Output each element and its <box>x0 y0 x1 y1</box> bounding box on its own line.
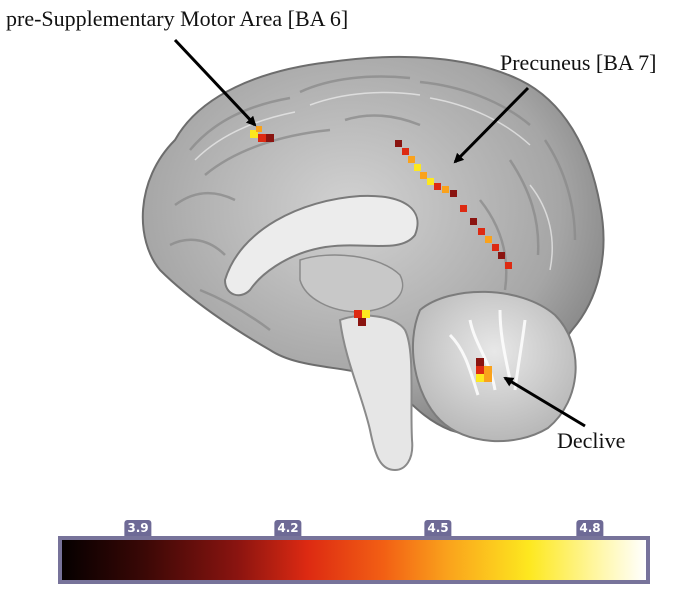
colorbar-tick-2: 4.2 <box>274 520 302 536</box>
activation-precuneus <box>395 140 512 269</box>
label-declive: Declive <box>557 428 626 453</box>
colorbar-tick-4: 4.8 <box>576 520 604 536</box>
activation-psma <box>250 126 274 142</box>
corpus-callosum <box>223 194 419 297</box>
gyri-pattern <box>169 75 577 332</box>
label-precuneus: Precuneus [BA 7] <box>500 50 657 75</box>
colorbar <box>58 536 650 584</box>
colorbar-tick-3: 4.5 <box>424 520 452 536</box>
arrow-precuneus <box>453 86 530 164</box>
arrow-declive <box>503 376 586 428</box>
activation-midbrain <box>354 310 370 326</box>
colorbar-tick-1: 3.9 <box>124 520 152 536</box>
label-pre-supplementary-motor-area: pre-Supplementary Motor Area [BA 6] <box>6 6 349 31</box>
cerebellum <box>411 290 577 443</box>
arrow-psma <box>173 38 257 127</box>
brainstem <box>338 314 414 472</box>
activation-declive <box>476 358 492 382</box>
